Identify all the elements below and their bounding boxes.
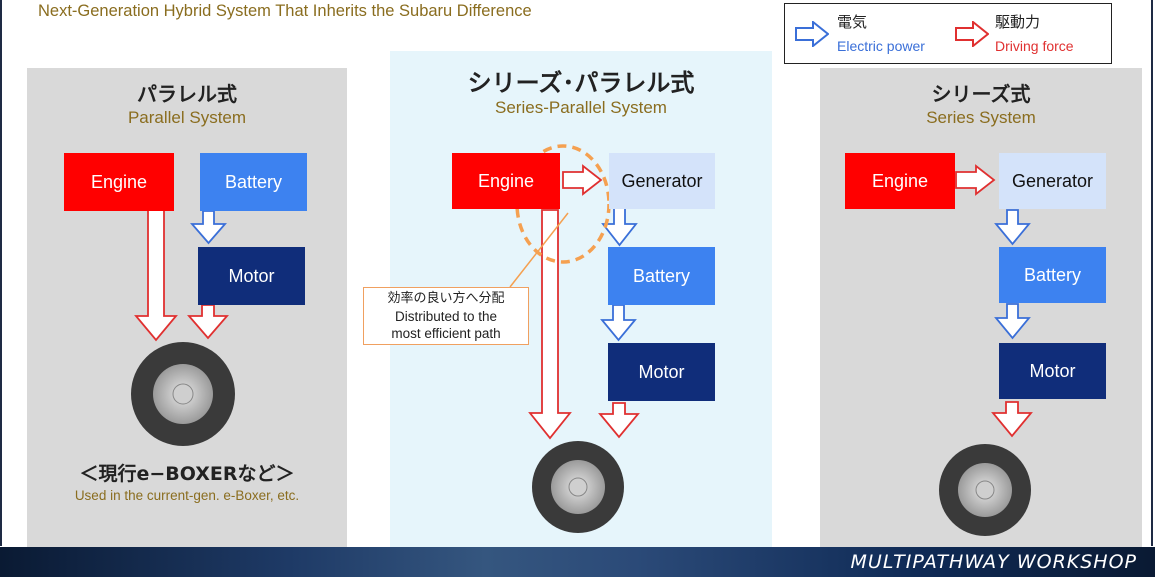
sp-generator-battery-arrow: [601, 207, 638, 247]
slide-subtitle: Next-Generation Hybrid System That Inher…: [38, 2, 532, 20]
series-engine-generator-arrow: [955, 164, 996, 196]
legend-driving-en: Driving force: [995, 38, 1074, 54]
parallel-engine-box: Engine: [64, 153, 174, 211]
series-generator-box: Generator: [999, 153, 1106, 209]
parallel-battery-box: Battery: [200, 153, 307, 211]
parallel-wheel-icon: [131, 342, 235, 446]
series-battery-motor-arrow: [994, 303, 1031, 340]
parallel-motor-box: Motor: [198, 247, 305, 305]
note-callout-line: [509, 212, 569, 288]
sp-engine-drive-arrow: [528, 209, 572, 440]
parallel-caption-jp: ＜現行e−BOXERなど＞: [79, 463, 295, 485]
note-en-line2: most efficient path: [391, 326, 501, 341]
driving-arrow-icon: [955, 21, 989, 47]
sp-battery-motor-arrow: [600, 304, 637, 342]
series-generator-battery-arrow: [994, 209, 1031, 246]
slide-frame: [0, 0, 1153, 546]
sp-engine-box: Engine: [452, 153, 560, 209]
sp-battery-box: Battery: [608, 247, 715, 305]
legend-driving-jp: 駆動力: [995, 13, 1041, 31]
sp-motor-drive-arrow: [598, 402, 640, 439]
legend-electric-en: Electric power: [837, 38, 925, 54]
electric-arrow-icon: [795, 21, 829, 47]
legend-electric-jp: 電気: [837, 13, 868, 31]
series-parallel-title-en: Series-Parallel System: [495, 98, 667, 117]
sp-engine-generator-arrow: [562, 164, 603, 196]
sp-motor-box: Motor: [608, 343, 715, 401]
footer-bar: MULTIPATHWAY WORKSHOP: [0, 547, 1155, 577]
note-jp: 効率の良い方へ分配: [387, 291, 505, 306]
series-parallel-wheel-icon: [532, 441, 624, 533]
parallel-title-en: Parallel System: [127, 108, 247, 127]
parallel-motor-drive-arrow: [187, 304, 229, 340]
series-motor-box: Motor: [999, 343, 1106, 399]
legend-box: 電気 Electric power 駆動力 Driving force: [784, 3, 1112, 64]
series-title-jp: シリーズ式: [931, 82, 1031, 106]
series-motor-drive-arrow: [991, 401, 1033, 438]
series-wheel-icon: [939, 444, 1031, 536]
panel-parallel: パラレル式 Parallel System: [27, 68, 347, 549]
series-engine-box: Engine: [845, 153, 955, 209]
series-parallel-title-jp: シリーズ･パラレル式: [467, 69, 695, 97]
footer-brand: MULTIPATHWAY WORKSHOP: [850, 551, 1137, 573]
note-en-line1: Distributed to the: [394, 308, 498, 324]
efficient-path-note: 効率の良い方へ分配 Distributed to the most effici…: [363, 287, 529, 345]
parallel-title-jp: パラレル式: [137, 82, 237, 106]
series-battery-box: Battery: [999, 247, 1106, 303]
parallel-battery-electric-arrow: [190, 210, 227, 245]
sp-generator-box: Generator: [609, 153, 715, 209]
series-title-en: Series System: [926, 108, 1036, 127]
parallel-caption-en: Used in the current-gen. e-Boxer, etc.: [74, 488, 300, 503]
